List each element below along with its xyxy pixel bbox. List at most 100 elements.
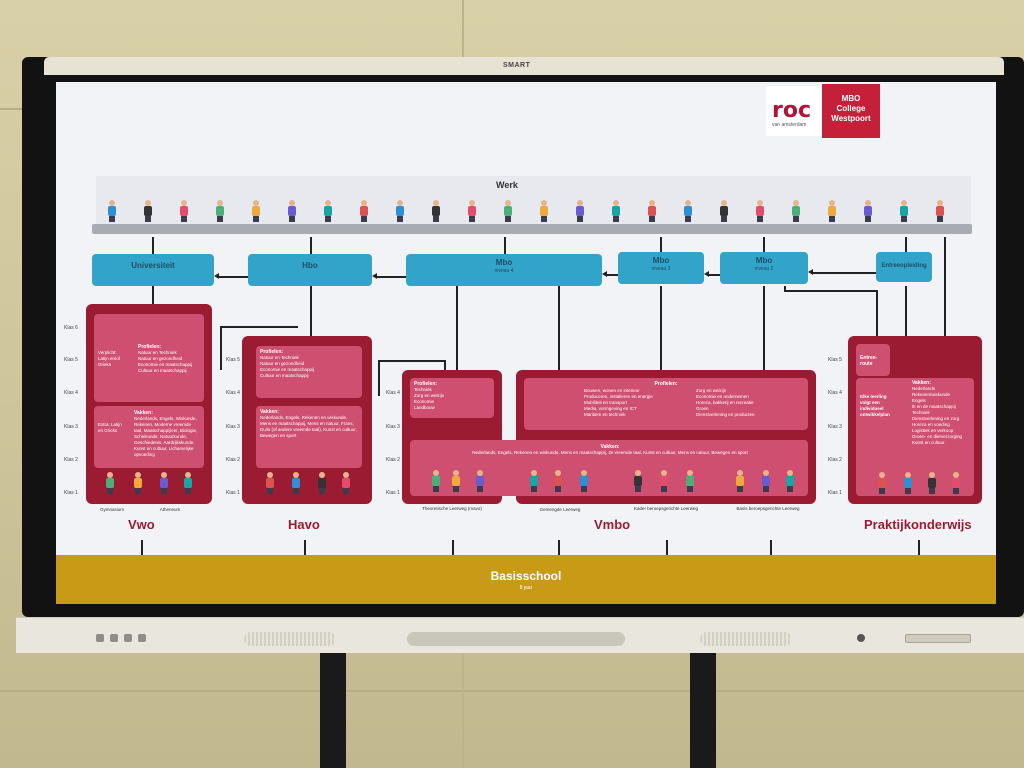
klas-label: Klas 5 [226,357,240,363]
basisschool-title: Basisschool [490,569,562,583]
arrow-up [444,360,446,372]
basisschool-duration: 8 jaar [519,585,533,591]
track-label: Gemengde Leerweg [539,507,581,512]
person-figure-icon [554,470,562,492]
arrow-up [784,286,786,291]
werk-label: Werk [496,180,518,190]
klas-label: Klas 3 [64,424,78,430]
person-figure-icon [476,470,484,492]
person-figure-icon [762,470,770,492]
arrowhead-icon [704,271,709,277]
arrow-up [944,237,946,337]
person-figure-icon [360,200,368,222]
power-button-icon[interactable] [857,634,865,642]
arrow-up [152,237,154,254]
person-figure-icon [216,200,224,222]
arrow-praktijk-mbo2 [784,290,876,292]
arrow-entree-mbo2 [812,272,876,274]
klas-label: Klas 1 [226,490,240,496]
arrowhead-icon [372,273,377,279]
universiteit-box: Universiteit [92,254,214,286]
arrow-up [918,540,920,555]
arrow-up [456,286,458,370]
person-figure-icon [530,470,538,492]
arrow-mbo3-mbo4 [606,274,618,276]
person-figure-icon [634,470,642,492]
person-figure-icon [828,200,836,222]
arrow-up [763,286,765,370]
arrow-up [141,540,143,555]
arrowhead-icon [808,269,813,275]
person-figure-icon [736,470,744,492]
person-figure-icon [160,472,168,494]
vwo-vakken-panel: Extra: Latijn en Grieks Vakken: Nederlan… [94,406,204,468]
track-label: Basis beroepsgerichte Leerweg [736,506,800,511]
arrow-up [310,237,312,254]
vmbo-vakken-panel: Vakken: Nederlands, Engels, Rekenen en w… [410,440,808,496]
arrowhead-icon [214,273,219,279]
person-figure-icon [580,470,588,492]
person-figure-icon [108,200,116,222]
arrow-up [660,286,662,370]
arrow-up [504,237,506,254]
speaker-left [244,632,336,646]
person-figure-icon [318,472,326,494]
entree-box: Entreeopleiding [876,252,932,282]
vmbo-tl-profielen-panel: Profielen: Techniek Zorg en welzijn Econ… [410,378,494,418]
person-figure-icon [684,200,692,222]
vwo-profielen-panel: Verplicht: Latijn en/of Grieks Profielen… [94,314,204,402]
person-figure-icon [936,200,944,222]
screen: roc van amsterdam MBO College Westpoort … [56,82,996,604]
person-figure-icon [786,470,794,492]
klas-label: Klas 3 [828,424,842,430]
arrow-up [558,540,560,555]
arrow-up [876,290,878,336]
track-label: Atheneum [159,507,181,512]
person-figure-icon [292,472,300,494]
port-icon [124,634,132,642]
track-label: Theoretische Leerweg (mavo) [422,506,482,511]
person-figure-icon [904,472,912,494]
person-figure-icon [576,200,584,222]
person-figure-icon [134,472,142,494]
arrow-up [304,540,306,555]
mbo-college-logo: MBO College Westpoort [822,84,880,138]
havo-profielen-panel: Profielen: Natuur en Techniek Natuur en … [256,346,362,398]
klas-label: Klas 1 [64,490,78,496]
arrow-havo-vwo [220,326,298,328]
arrow-mbo4-hbo [376,276,406,278]
person-figure-icon [324,200,332,222]
person-figure-icon [660,470,668,492]
werk-band [96,176,971,230]
werk-floor [92,224,972,234]
person-figure-icon [720,200,728,222]
person-figure-icon [144,200,152,222]
track-label: Gymnasium [99,507,124,512]
klas-label: Klas 1 [386,490,400,496]
arrow-up [905,237,907,252]
stand-leg [320,653,346,768]
person-figure-icon [792,200,800,222]
control-buttons[interactable] [905,634,971,643]
arrow-up [660,237,662,252]
person-figure-icon [342,472,350,494]
klas-label: Klas 6 [64,325,78,331]
vmbo-title: Vmbo [594,517,631,532]
person-figure-icon [952,472,960,494]
person-figure-icon [106,472,114,494]
person-figure-icon [756,200,764,222]
person-figure-icon [180,200,188,222]
arrow-up [763,237,765,252]
arrow-up [220,326,222,370]
havo-vakken-panel: Vakken: Nederlands, Engels, Rekenen en w… [256,406,362,468]
person-figure-icon [468,200,476,222]
person-figure-icon [928,472,936,494]
klas-label: Klas 2 [64,457,78,463]
person-figure-icon [504,200,512,222]
monitor-handle [407,632,625,646]
arrow-up [152,286,154,304]
person-figure-icon [686,470,694,492]
person-figure-icon [252,200,260,222]
